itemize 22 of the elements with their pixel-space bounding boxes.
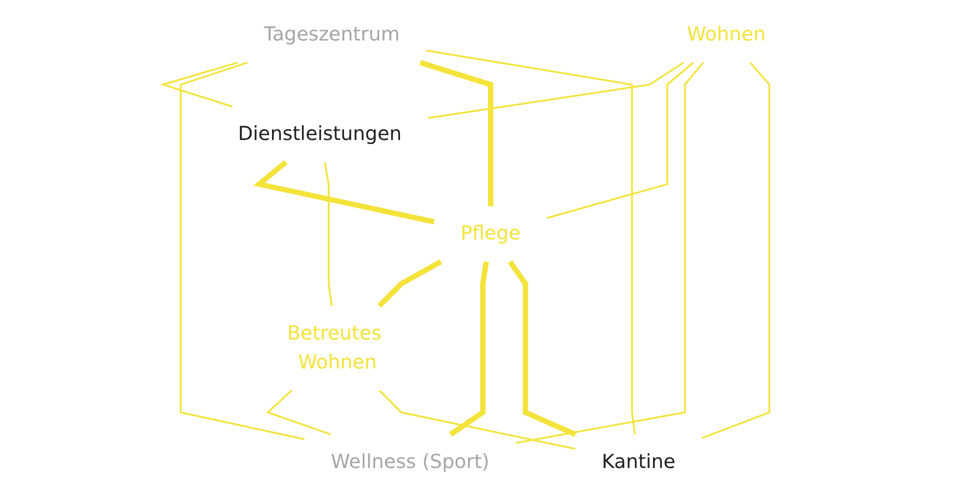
connector [180,62,305,440]
connector [253,160,435,224]
connector [449,261,489,437]
connector [419,60,494,206]
connector [324,162,332,306]
node-text: Wohnen [686,24,766,46]
node-text: Wellness (Sport) [330,451,490,474]
node-text: Betreutes Wohnen [287,322,382,374]
connector [702,62,770,439]
connector [516,62,704,444]
connector [428,62,684,119]
node-text: Dienstleistungen [238,123,402,146]
connector [266,390,332,436]
node-text: Kantine [602,451,676,474]
node-text: Tageszentrum [264,24,400,46]
connector [426,50,636,435]
connector [546,62,694,219]
connector [160,62,238,108]
node-text: Pflege [460,222,521,245]
connector [377,259,442,308]
connector [508,260,576,437]
connector [378,390,576,450]
